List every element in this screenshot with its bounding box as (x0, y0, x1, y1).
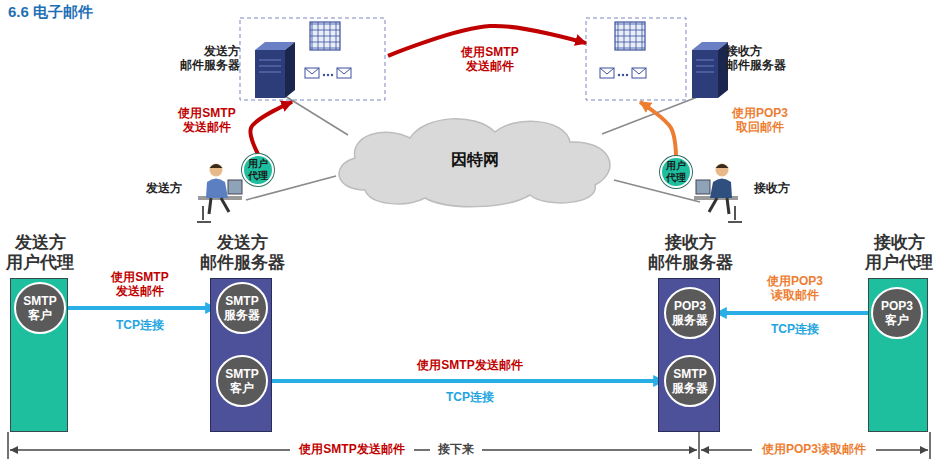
party-label: 发送方 (136, 181, 192, 195)
message-arrow (640, 102, 676, 156)
server-icon (255, 42, 295, 98)
node-heading: 发送方 用户代理 (2, 233, 78, 274)
node-label: 用户代理 (665, 160, 687, 184)
cloud-outline (339, 119, 610, 207)
mail-server-box: 发送方 邮件服务器SMTP 服务器SMTP 客户 (210, 278, 272, 432)
message-arrow (716, 311, 871, 315)
node-label: SMTP 客户 (18, 294, 62, 323)
node-heading: 接收方 邮件服务器 (640, 233, 740, 274)
server-circle: SMTP 服务器 (664, 355, 716, 407)
user-agent-circle: 用户代理 (242, 154, 274, 186)
message-arrow (268, 379, 664, 383)
arrow-label: 使用SMTP发送邮件 (390, 358, 550, 372)
arrow-label: 使用SMTP 发送邮件 (100, 270, 180, 299)
mail-server-icon: 接收方 邮件服务器 (586, 18, 790, 102)
node-label: POP3 服务器 (668, 299, 712, 328)
server-circle: POP3 服务器 (664, 287, 716, 339)
note-label: 接下来 (430, 442, 482, 456)
client-circle: POP3 客户 (871, 287, 923, 339)
connection-label: TCP连接 (755, 322, 835, 336)
span-label: 使用SMTP发送邮件 (290, 442, 414, 456)
arrow-label: 使用SMTP 发送邮件 (176, 106, 238, 135)
node-heading: 发送方 邮件服务器 (192, 233, 292, 274)
mail-server-icon: 发送方 邮件服务器 (168, 18, 388, 102)
user-agent-box: 发送方 用户代理SMTP 客户 (10, 278, 68, 432)
node-label: SMTP 服务器 (220, 294, 264, 323)
client-circle: SMTP 客户 (14, 282, 66, 334)
node-label: POP3 客户 (875, 299, 919, 328)
receiver-person (694, 164, 742, 223)
sender-person (197, 164, 242, 223)
message-arrow (66, 306, 216, 310)
node-label: 因特网 (415, 150, 535, 169)
receiver-mailbox (586, 18, 686, 100)
node-heading: 接收方 邮件服务器 (726, 44, 790, 73)
user-agent-circle: 用户代理 (660, 156, 692, 188)
user-agent-box: 接收方 用户代理POP3 客户 (868, 278, 928, 432)
page-title: 6.6 电子邮件 (8, 3, 93, 21)
node-label: 用户代理 (247, 158, 269, 182)
node-heading: 发送方 邮件服务器 (168, 44, 240, 73)
node-heading: 接收方 用户代理 (861, 233, 937, 274)
span-bracket (8, 432, 930, 459)
span-label: 使用POP3读取邮件 (752, 442, 876, 456)
sender-mailbox (240, 18, 385, 100)
node-label: SMTP 客户 (220, 367, 264, 396)
server-icon (692, 42, 728, 98)
arrow-label: 使用POP3 取回邮件 (728, 106, 792, 135)
client-circle: SMTP 客户 (216, 355, 268, 407)
connection-label: TCP连接 (410, 390, 530, 404)
arrow-label: 使用SMTP 发送邮件 (450, 45, 530, 74)
party-label: 接收方 (744, 181, 800, 195)
internet-cloud: 因特网 (325, 110, 625, 210)
mail-server-box: 接收方 邮件服务器POP3 服务器SMTP 服务器 (658, 278, 720, 432)
server-circle: SMTP 服务器 (216, 282, 268, 334)
message-arrow (250, 102, 292, 154)
connection-label: TCP连接 (100, 318, 180, 332)
arrow-label: 使用POP3 读取邮件 (755, 274, 835, 303)
node-label: SMTP 服务器 (668, 367, 712, 396)
